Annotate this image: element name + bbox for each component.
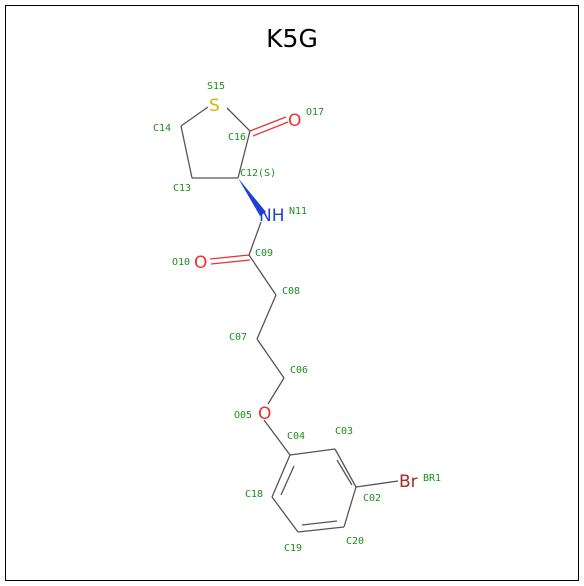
bond-c18-c04 <box>271 454 291 498</box>
bond-c19-c18 <box>271 496 299 533</box>
bond-aromatic-inner-3 <box>280 465 295 496</box>
bond-aromatic-inner-2 <box>301 520 338 526</box>
bond-c09-c08 <box>248 254 277 296</box>
label-c07: C07 <box>229 332 247 343</box>
atoms: S O NH O O Br <box>194 96 418 492</box>
label-c16: C16 <box>228 132 246 143</box>
bond-n11-c09 <box>248 221 262 256</box>
bond-c14-c13 <box>180 125 193 179</box>
bond-c09-o10-a <box>209 254 250 260</box>
stereo-wedge-c12-n11 <box>238 178 266 216</box>
label-c04: C04 <box>287 431 305 442</box>
label-c09: C09 <box>255 248 273 259</box>
molecule-title: K5G <box>266 24 318 53</box>
bond-c07-c06 <box>256 338 285 379</box>
bond-o05-c04 <box>263 419 291 456</box>
atom-o17: O <box>288 111 301 131</box>
atom-s15: S <box>209 96 220 116</box>
label-o10: O10 <box>172 257 190 268</box>
bond-c08-c07 <box>256 294 277 340</box>
label-c06: C06 <box>290 365 308 376</box>
label-c20: C20 <box>346 536 364 547</box>
bond-c16-s15 <box>226 107 251 132</box>
atom-o10: O <box>194 253 207 273</box>
diagram-frame <box>5 5 579 581</box>
bond-c09-o10-b <box>210 259 251 265</box>
bond-c20-c19 <box>297 526 345 533</box>
atom-o05: O <box>258 404 271 424</box>
label-c03: C03 <box>335 426 353 437</box>
label-c19: C19 <box>284 543 302 554</box>
label-o17: O17 <box>306 107 324 118</box>
atom-br1: Br <box>399 472 418 492</box>
bond-c04-c03 <box>289 448 336 456</box>
label-c12: C12(S) <box>240 168 276 179</box>
label-o05: O05 <box>234 410 252 421</box>
atom-n11: NH <box>259 206 285 226</box>
label-c02: C02 <box>363 493 381 504</box>
bond-c02-c20 <box>343 486 357 528</box>
bond-c16-o17-b <box>252 121 289 137</box>
bond-s15-c14 <box>180 106 209 127</box>
label-c08: C08 <box>282 286 300 297</box>
bond-c16-o17-a <box>249 116 287 132</box>
bonds <box>180 106 399 533</box>
label-c18: C18 <box>245 489 263 500</box>
label-n11: N11 <box>289 206 307 217</box>
label-br1: BR1 <box>423 473 441 484</box>
label-c14: C14 <box>153 123 171 134</box>
bond-c02-br1 <box>355 480 399 488</box>
bond-c06-o05 <box>267 377 285 405</box>
atom-labels: S15 O17 C14 C16 C12(S) C13 N11 O10 C09 C… <box>153 81 441 554</box>
bond-c12-c16 <box>237 130 251 179</box>
bond-c03-c02 <box>334 448 357 488</box>
label-c13: C13 <box>173 183 191 194</box>
label-s15: S15 <box>207 81 225 92</box>
bond-aromatic-inner-1 <box>336 459 353 486</box>
